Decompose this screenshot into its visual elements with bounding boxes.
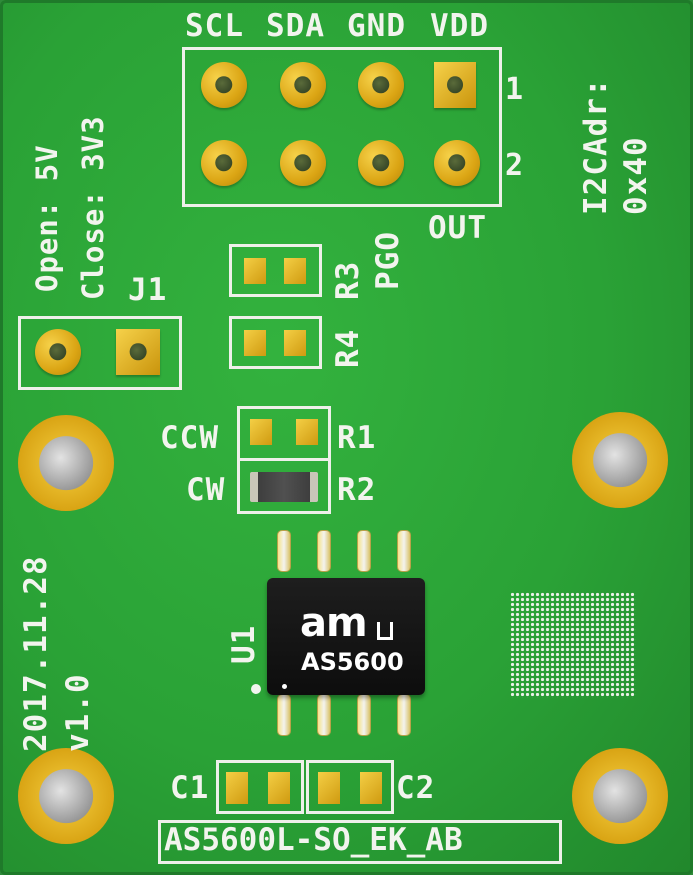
ccw-label: CCW bbox=[160, 420, 219, 456]
as5600-chip: am AS5600 bbox=[267, 578, 425, 695]
c2-label: C2 bbox=[396, 770, 436, 806]
jumper-close-label: Close: 3V3 bbox=[76, 115, 110, 300]
chip-pin-bottom-1 bbox=[277, 694, 291, 736]
jumper-j1-outline bbox=[18, 316, 182, 390]
row-label-1: 1 bbox=[505, 72, 525, 107]
cw-label: CW bbox=[186, 472, 226, 508]
pin-header-outline bbox=[182, 47, 502, 207]
r4-pad-1 bbox=[244, 330, 266, 356]
r2-resistor-body bbox=[250, 472, 318, 502]
jumper-open-label: Open: 5V bbox=[30, 144, 64, 292]
chip-pin-top-2 bbox=[317, 530, 331, 572]
pin-label-vdd: VDD bbox=[430, 8, 489, 44]
pin-label-sda: SDA bbox=[266, 8, 325, 44]
chip-pin-bottom-4 bbox=[397, 694, 411, 736]
i2c-address-label: I2CAdr: bbox=[578, 77, 614, 215]
board-name: AS5600L-SO_EK_AB bbox=[164, 822, 463, 858]
header-pin-scl-2 bbox=[201, 140, 247, 186]
jumper-ref-label: J1 bbox=[128, 272, 168, 308]
i2c-address-value: 0x40 bbox=[618, 136, 654, 215]
header-pin-sda-2 bbox=[280, 140, 326, 186]
c1-pad-1 bbox=[226, 772, 248, 804]
c2-pad-1 bbox=[318, 772, 340, 804]
header-pin-sda-1 bbox=[280, 62, 326, 108]
pgo-label: PGO bbox=[370, 231, 406, 290]
header-pin-scl-1 bbox=[201, 62, 247, 108]
chip-pin-top-1 bbox=[277, 530, 291, 572]
mounting-hole-top-left bbox=[18, 415, 114, 511]
r2-label: R2 bbox=[337, 472, 377, 508]
header-pin-gnd-2 bbox=[358, 140, 404, 186]
mounting-hole-top-right bbox=[572, 412, 668, 508]
chip-brand-logo: am bbox=[300, 600, 368, 646]
board-version: v1.0 bbox=[60, 673, 96, 752]
pin-label-scl: SCL bbox=[185, 8, 244, 44]
r3-pad-1 bbox=[244, 258, 266, 284]
r4-label: R4 bbox=[330, 328, 366, 368]
dot-matrix-logo bbox=[510, 592, 636, 698]
r1-pad-2 bbox=[296, 419, 318, 445]
chip-logo-mark-icon bbox=[377, 622, 393, 640]
c2-pad-2 bbox=[360, 772, 382, 804]
r3-label: R3 bbox=[330, 260, 366, 300]
jumper-j1-pin-2 bbox=[116, 329, 160, 375]
r1-r2-divider bbox=[237, 458, 331, 461]
chip-ref-label: U1 bbox=[226, 624, 262, 664]
c2-outline bbox=[306, 760, 394, 814]
chip-part-number: AS5600 bbox=[301, 648, 404, 676]
mounting-hole-bottom-right bbox=[572, 748, 668, 844]
mounting-hole-bottom-left bbox=[18, 748, 114, 844]
board-name-outline bbox=[158, 820, 562, 864]
r4-outline bbox=[229, 316, 322, 369]
chip-pin-top-3 bbox=[357, 530, 371, 572]
r1-pad-1 bbox=[250, 419, 272, 445]
r4-pad-2 bbox=[284, 330, 306, 356]
pin-label-gnd: GND bbox=[347, 8, 406, 44]
c1-outline bbox=[216, 760, 304, 814]
row-label-2: 2 bbox=[505, 148, 525, 183]
r3-pad-2 bbox=[284, 258, 306, 284]
chip-pin-bottom-3 bbox=[357, 694, 371, 736]
chip-pin-top-4 bbox=[397, 530, 411, 572]
board-date: 2017.11.28 bbox=[18, 555, 54, 752]
c1-label: C1 bbox=[170, 770, 210, 806]
header-pin-gnd-1 bbox=[358, 62, 404, 108]
chip-pin-bottom-2 bbox=[317, 694, 331, 736]
c1-pad-2 bbox=[268, 772, 290, 804]
chip-orientation-dot bbox=[251, 684, 261, 694]
jumper-j1-pin-1 bbox=[35, 329, 81, 375]
r1-label: R1 bbox=[337, 420, 377, 456]
header-pin-vdd-2 bbox=[434, 140, 480, 186]
r3-outline bbox=[229, 244, 322, 297]
chip-pin1-marker bbox=[282, 684, 287, 689]
out-label: OUT bbox=[428, 210, 487, 246]
header-pin-vdd-1 bbox=[434, 62, 476, 108]
